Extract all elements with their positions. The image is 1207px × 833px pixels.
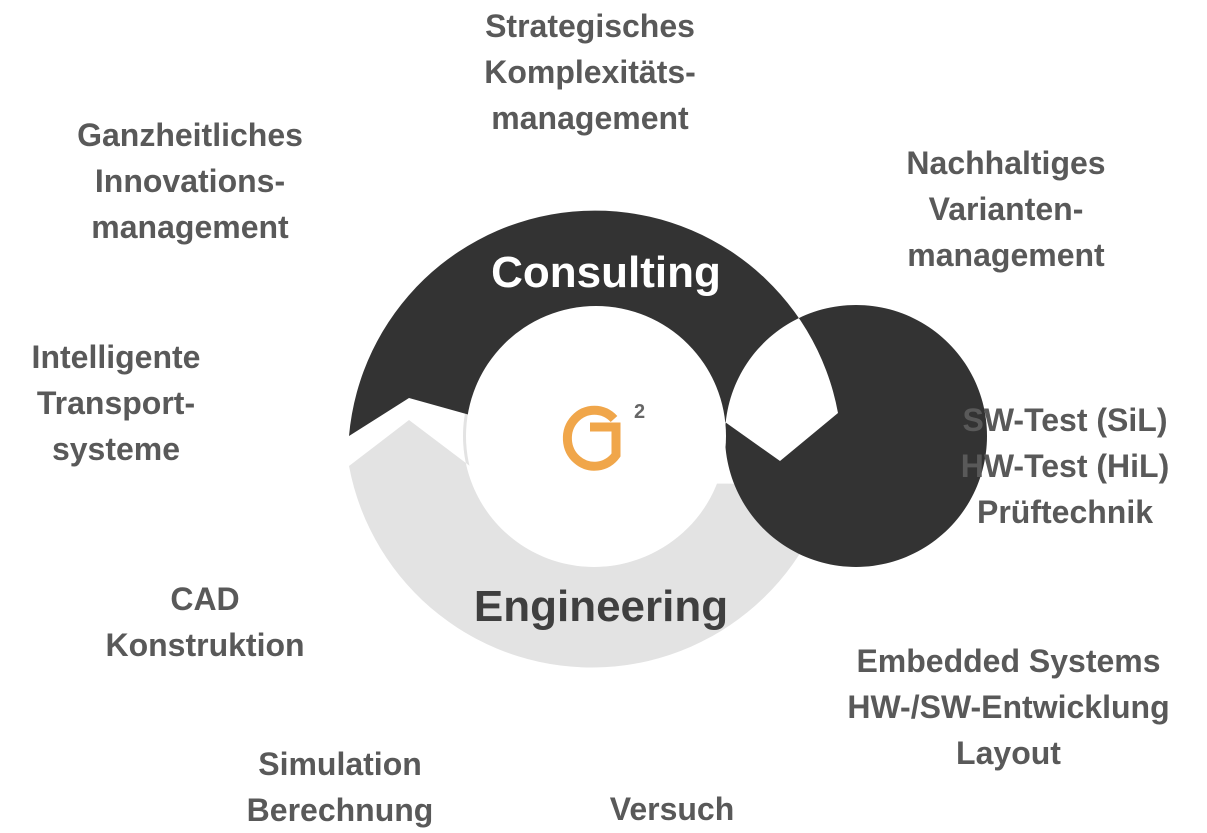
consulting-label: Consulting — [491, 248, 721, 297]
label-innovation-management: Ganzheitliches Innovations- management — [77, 117, 303, 245]
label-testing: SW-Test (SiL) HW-Test (HiL) Prüftechnik — [960, 402, 1170, 530]
label-cad-construction: CAD Konstruktion — [105, 581, 305, 663]
label-strategic-complexity: Strategisches Komplexitäts- management — [484, 8, 696, 136]
engineering-label: Engineering — [473, 582, 729, 631]
label-simulation: Simulation Berechnung — [246, 746, 434, 828]
center-disc — [466, 306, 726, 566]
g2-logo: 2 — [562, 401, 645, 471]
g-letter-icon — [562, 405, 621, 471]
label-transport-systems: Intelligente Transport- systeme — [31, 339, 201, 467]
label-versuch: Versuch — [609, 791, 735, 827]
logo-superscript: 2 — [634, 401, 645, 423]
label-variant-management: Nachhaltiges Varianten- management — [906, 145, 1106, 273]
label-embedded-systems: Embedded Systems HW-/SW-Entwicklung Layo… — [847, 643, 1170, 771]
